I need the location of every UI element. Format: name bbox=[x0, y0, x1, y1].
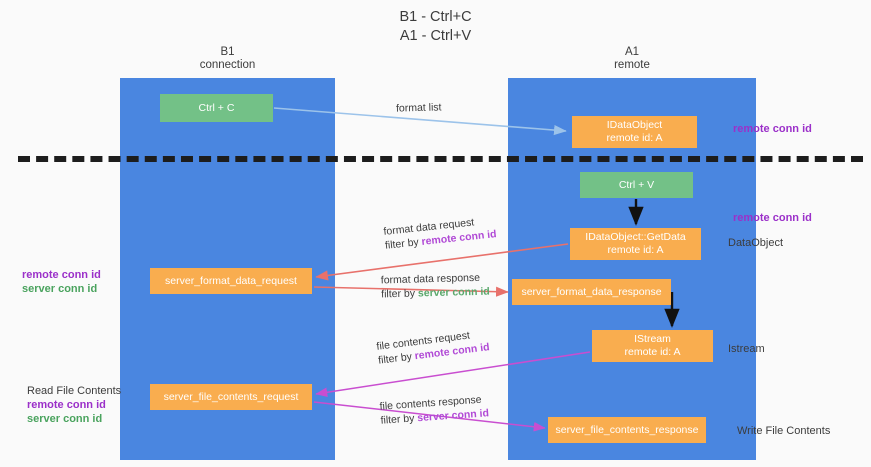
annotation-remote-conn-id-getdata-text: remote conn id bbox=[733, 212, 812, 224]
node-getdata-title: IDataObject::GetData bbox=[585, 231, 686, 243]
title-line-2: A1 - Ctrl+V bbox=[399, 28, 472, 44]
annotation-write-file-contents: Write File Contents bbox=[737, 424, 830, 438]
node-ctrl-v[interactable]: Ctrl + V bbox=[580, 172, 693, 198]
node-idataobject-title: IDataObject bbox=[606, 119, 663, 131]
node-ctrl-c-label: Ctrl + C bbox=[198, 101, 235, 114]
annotation-remote-conn-id-top: remote conn id bbox=[733, 122, 812, 136]
annotation-remote-conn-id-top-text: remote conn id bbox=[733, 123, 812, 135]
node-ctrl-v-label: Ctrl + V bbox=[618, 178, 655, 191]
lane-header-b1: B1 connection bbox=[120, 46, 335, 72]
annotation-conn-ids-format: remote conn id server conn id bbox=[22, 268, 101, 296]
node-ctrl-c[interactable]: Ctrl + C bbox=[160, 94, 273, 122]
edge-label-format-list: format list bbox=[396, 100, 442, 115]
node-istream-subtitle: remote id: A bbox=[624, 346, 681, 358]
node-server-file-contents-request[interactable]: server_file_contents_request bbox=[150, 384, 312, 410]
edge-label-format-data-response: format data response filter by server co… bbox=[381, 271, 490, 302]
node-idataobject-subtitle: remote id: A bbox=[606, 132, 663, 144]
edge-label-format-data-request: format data request filter by remote con… bbox=[383, 213, 497, 253]
lane-header-a1: A1 remote bbox=[508, 46, 756, 72]
title-line-1: B1 - Ctrl+C bbox=[399, 9, 472, 25]
lane-header-a1-role: remote bbox=[614, 59, 650, 71]
node-istream[interactable]: IStream remote id: A bbox=[592, 330, 713, 362]
lane-header-b1-role: connection bbox=[199, 59, 256, 71]
node-server-format-data-request[interactable]: server_format_data_request bbox=[150, 268, 312, 294]
edge-label-format-list-text: format list bbox=[395, 101, 442, 115]
node-server-file-contents-response-label: server_file_contents_response bbox=[555, 423, 699, 436]
node-istream-title: IStream bbox=[634, 333, 671, 345]
lane-header-b1-name: B1 bbox=[220, 46, 235, 58]
node-idataobject[interactable]: IDataObject remote id: A bbox=[572, 116, 697, 148]
node-server-file-contents-request-label: server_file_contents_request bbox=[163, 390, 299, 403]
node-server-format-data-response-label: server_format_data_response bbox=[521, 285, 662, 298]
node-getdata-subtitle: remote id: A bbox=[607, 244, 664, 256]
annotation-conn-ids-format-remote: remote conn id bbox=[22, 269, 101, 281]
phase-divider bbox=[18, 156, 863, 162]
annotation-read-file-contents: Read File Contents remote conn id server… bbox=[27, 384, 121, 426]
lane-header-a1-name: A1 bbox=[624, 46, 640, 58]
annotation-read-file-remote-conn-id: remote conn id bbox=[27, 399, 106, 411]
annotation-conn-ids-format-server: server conn id bbox=[22, 283, 98, 295]
annotation-dataobject-text: DataObject bbox=[728, 237, 784, 249]
diagram-title: B1 - Ctrl+C A1 - Ctrl+V bbox=[0, 8, 871, 46]
annotation-dataobject: DataObject bbox=[728, 236, 783, 250]
edge-label-file-contents-request: file contents request filter by remote c… bbox=[376, 326, 491, 367]
annotation-read-file-server-conn-id: server conn id bbox=[27, 413, 103, 425]
node-server-file-contents-response[interactable]: server_file_contents_response bbox=[548, 417, 706, 443]
edge-label-format-data-response-filter: filter by server conn id bbox=[381, 285, 490, 301]
annotation-remote-conn-id-getdata: remote conn id bbox=[733, 211, 812, 225]
annotation-istream-text: Istream bbox=[728, 343, 765, 355]
node-idataobject-getdata[interactable]: IDataObject::GetData remote id: A bbox=[570, 228, 701, 260]
annotation-istream: Istream bbox=[728, 342, 765, 356]
node-server-format-data-request-label: server_format_data_request bbox=[165, 274, 297, 287]
node-server-format-data-response[interactable]: server_format_data_response bbox=[512, 279, 671, 305]
edge-label-file-contents-response: file contents response filter by server … bbox=[379, 392, 489, 428]
annotation-read-file-contents-text: Read File Contents bbox=[27, 385, 122, 397]
annotation-write-file-contents-text: Write File Contents bbox=[737, 425, 831, 437]
